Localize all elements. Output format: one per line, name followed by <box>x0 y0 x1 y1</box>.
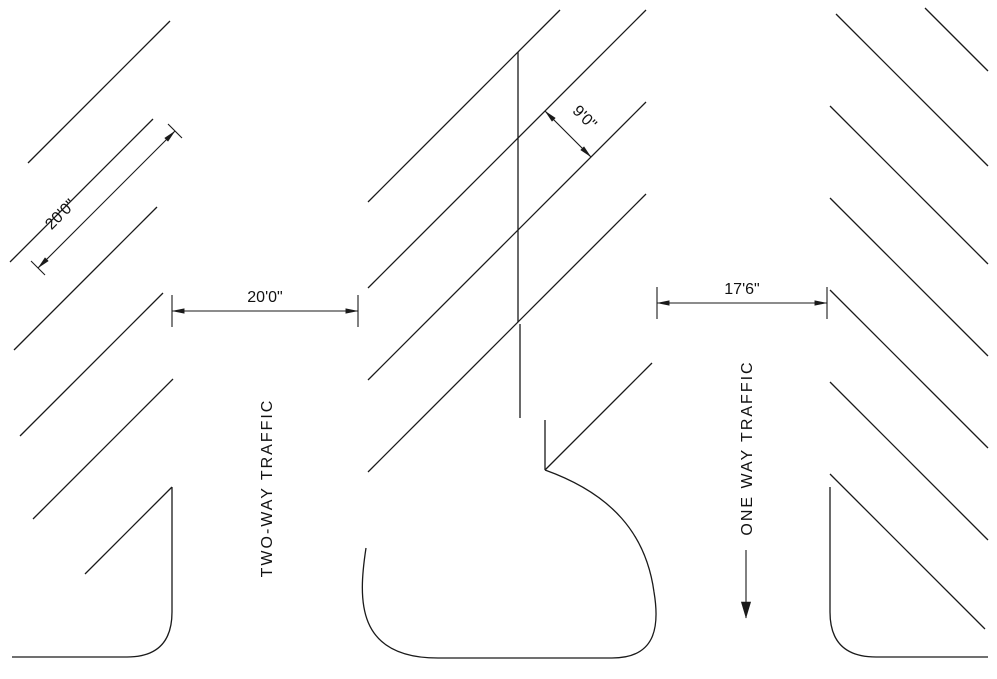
curb-island-left <box>12 487 173 658</box>
stall-line <box>829 473 986 630</box>
stall-line <box>829 105 989 265</box>
stall-line <box>544 362 653 471</box>
stall-depth-dimension: 20'0" <box>30 123 183 276</box>
curb-island-right <box>829 487 988 658</box>
stall-line <box>13 206 158 351</box>
right-parking-row <box>829 7 989 658</box>
stall-width-dimension-label: 9'0" <box>569 102 600 133</box>
left-parking-row <box>9 20 174 658</box>
stall-line <box>27 20 171 164</box>
curb-island-center <box>361 469 657 659</box>
dimension-line <box>37 130 176 269</box>
stall-line <box>829 381 989 541</box>
stall-line <box>829 197 989 357</box>
stall-line <box>19 292 164 437</box>
one-way-aisle-dimension: 17'6" <box>656 281 828 319</box>
stall-line <box>829 289 989 449</box>
one-way-aisle-dimension-label: 17'6" <box>724 281 759 298</box>
stall-line <box>32 378 174 520</box>
two-way-aisle-dimension-label: 20'0" <box>247 289 282 306</box>
stall-line <box>367 9 647 289</box>
stall-line <box>367 101 647 381</box>
two-way-traffic-label: TWO-WAY TRAFFIC <box>259 399 276 578</box>
stall-line <box>367 9 561 203</box>
stall-line <box>367 193 647 473</box>
dimension-line <box>544 110 592 158</box>
stall-width-dimension: 9'0" <box>544 102 600 158</box>
stall-line <box>924 7 989 72</box>
two-way-aisle-dimension: 20'0" <box>171 289 359 327</box>
stall-line <box>835 13 989 167</box>
stall-line <box>84 486 173 575</box>
one-way-traffic-label: ONE WAY TRAFFIC <box>739 360 756 535</box>
stall-line <box>9 118 154 263</box>
center-parking-rows <box>361 9 657 659</box>
stall-depth-dimension-label: 20'0" <box>42 196 79 233</box>
